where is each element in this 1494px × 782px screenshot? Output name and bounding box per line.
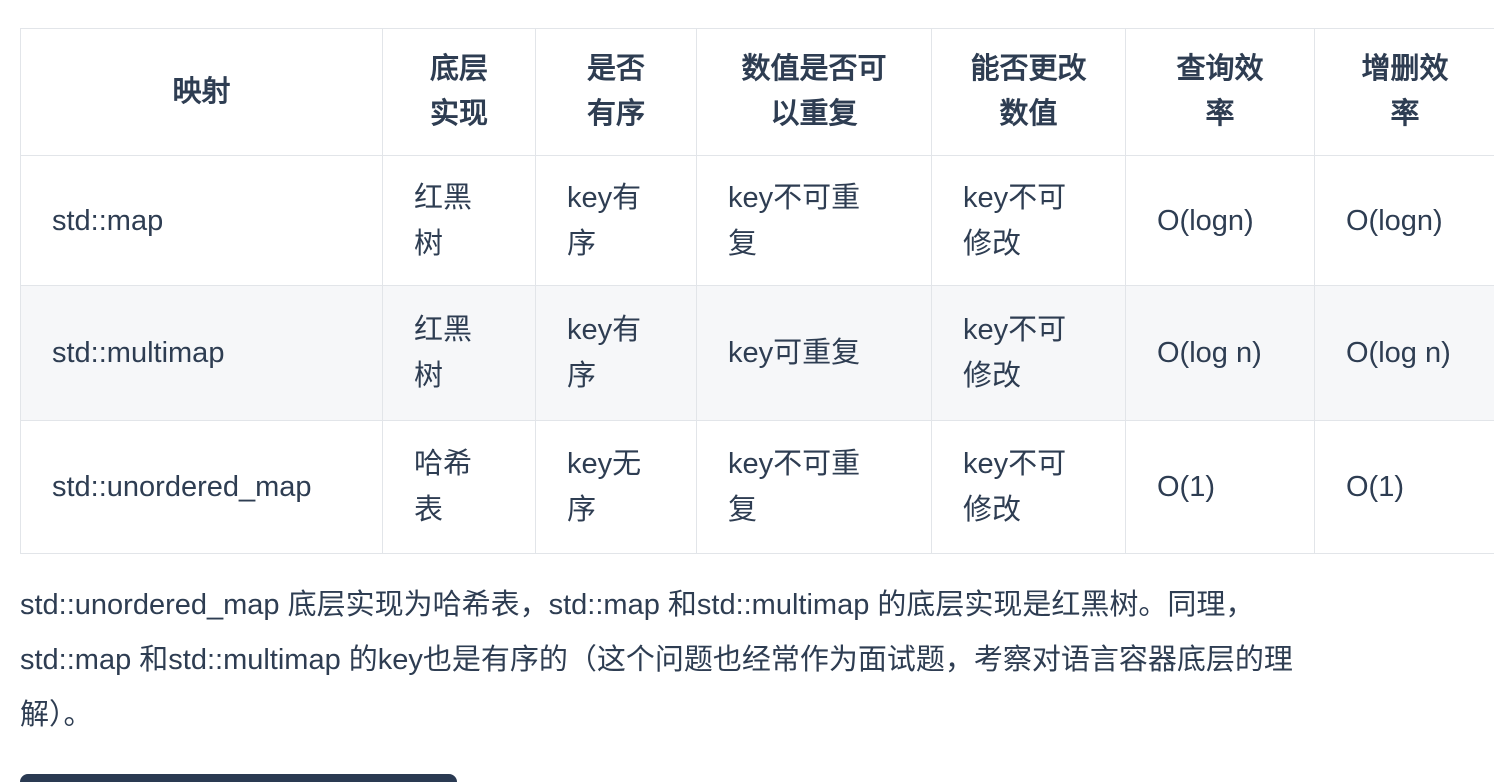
table-cell-r3-c5: key不可 修改	[932, 421, 1126, 554]
table-cell-r2-c3: key有 序	[536, 286, 697, 421]
code-block-top-edge	[20, 774, 457, 782]
table-cell-r2-c1: std::multimap	[21, 286, 383, 421]
table-cell-r2-c5: key不可 修改	[932, 286, 1126, 421]
table-cell-r3-c6: O(1)	[1126, 421, 1315, 554]
table-cell-r2-c4: key可重复	[697, 286, 932, 421]
table-cell-r1-c1: std::map	[21, 156, 383, 286]
table-cell-r1-c4: key不可重 复	[697, 156, 932, 286]
table-cell-r1-c7: O(logn)	[1315, 156, 1494, 286]
header-cell-3: 是否 有序	[536, 29, 697, 156]
header-cell-1: 映射	[21, 29, 383, 156]
table-cell-r1-c2: 红黑 树	[383, 156, 536, 286]
header-cell-5: 能否更改 数值	[932, 29, 1126, 156]
explanation-paragraph: std::unordered_map 底层实现为哈希表，std::map 和st…	[20, 578, 1474, 743]
table-cell-r1-c5: key不可 修改	[932, 156, 1126, 286]
table-cell-r1-c6: O(logn)	[1126, 156, 1315, 286]
table-cell-r3-c2: 哈希 表	[383, 421, 536, 554]
header-cell-6: 查询效 率	[1126, 29, 1315, 156]
header-row: 映射底层 实现是否 有序数值是否可 以重复能否更改 数值查询效 率增删效 率	[21, 29, 1494, 156]
table-cell-r3-c7: O(1)	[1315, 421, 1494, 554]
table-cell-r3-c3: key无 序	[536, 421, 697, 554]
header-cell-7: 增删效 率	[1315, 29, 1494, 156]
table-cell-r1-c3: key有 序	[536, 156, 697, 286]
table-cell-r2-c7: O(log n)	[1315, 286, 1494, 421]
table-cell-r3-c4: key不可重 复	[697, 421, 932, 554]
table-cell-r2-c2: 红黑 树	[383, 286, 536, 421]
header-cell-2: 底层 实现	[383, 29, 536, 156]
comparison-table: 映射底层 实现是否 有序数值是否可 以重复能否更改 数值查询效 率增删效 率 s…	[20, 28, 1494, 554]
header-cell-4: 数值是否可 以重复	[697, 29, 932, 156]
table-cell-r2-c6: O(log n)	[1126, 286, 1315, 421]
table-header: 映射底层 实现是否 有序数值是否可 以重复能否更改 数值查询效 率增删效 率	[21, 29, 1494, 156]
table-cell-r3-c1: std::unordered_map	[21, 421, 383, 554]
